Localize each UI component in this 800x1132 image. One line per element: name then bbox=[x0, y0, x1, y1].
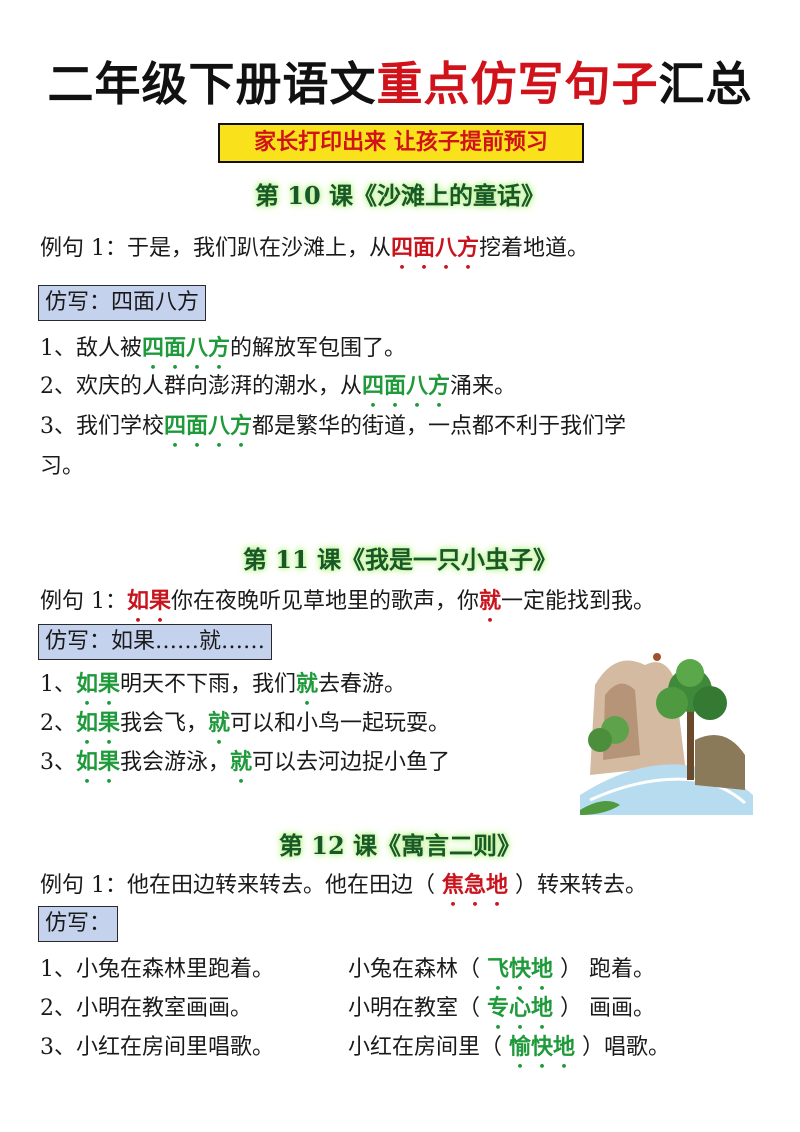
item-number: 1、 bbox=[40, 672, 76, 697]
title-part-1: 二年级下册语文 bbox=[47, 57, 377, 111]
lesson-10-heading: 第 10 课《沙滩上的童话》 bbox=[254, 181, 546, 210]
item-keyword: 专心地 bbox=[487, 996, 554, 1021]
lesson-10-practice-label: 仿写：四面八方 bbox=[38, 285, 207, 321]
item-text: 我会游泳， bbox=[120, 750, 231, 775]
lesson-11-item-1: 1、如果明天不下雨，我们就去春游。 bbox=[40, 670, 406, 710]
example-text-end: 挖着地道。 bbox=[479, 236, 590, 261]
example-keyword: 焦急地 bbox=[442, 873, 509, 898]
lesson-12-item-2-rewrite: 小明在教室（ 专心地 ） 画画。 bbox=[348, 994, 655, 1034]
example-keyword-1: 如果 bbox=[127, 589, 172, 614]
page-title: 二年级下册语文重点仿写句子汇总 bbox=[0, 48, 800, 114]
lesson-12-item-3-original: 3、小红在房间里唱歌。 bbox=[40, 1035, 274, 1060]
item-text: 2、欢庆的人群向澎湃的潮水，从 bbox=[40, 374, 362, 399]
item-text-end: 可以和小鸟一起玩耍。 bbox=[230, 711, 451, 736]
lesson-11-heading: 第 11 课《我是一只小虫子》 bbox=[242, 545, 558, 574]
lesson-12-heading: 第 12 课《寓言二则》 bbox=[278, 831, 522, 860]
item-text: 1、敌人被 bbox=[40, 336, 142, 361]
lesson-10-item-2: 2、欢庆的人群向澎湃的潮水，从四面八方涌来。 bbox=[40, 372, 516, 412]
item-keyword-1: 如果 bbox=[76, 750, 121, 775]
title-part-2: 重点仿写句子 bbox=[376, 57, 659, 111]
item-text: 小红在房间里（ bbox=[348, 1035, 509, 1060]
item-keyword-2: 就 bbox=[296, 672, 319, 697]
item-text-end: 都是繁华的街道，一点都不利于我们学 bbox=[252, 414, 627, 439]
lesson-11-item-3: 3、如果我会游泳，就可以去河边捉小鱼了 bbox=[40, 748, 450, 788]
lesson-12-item-3-rewrite: 小红在房间里（ 愉快地 ）唱歌。 bbox=[348, 1033, 670, 1073]
item-text-end: ）唱歌。 bbox=[575, 1035, 671, 1060]
lesson-12-item-1-rewrite: 小兔在森林（ 飞快地 ） 跑着。 bbox=[348, 955, 655, 995]
example-text: 例句 1：他在田边转来转去。他在田边（ bbox=[40, 873, 442, 898]
example-text-mid: 你在夜晚听见草地里的歌声，你 bbox=[171, 589, 480, 614]
lesson-12-item-2-original: 2、小明在教室画画。 bbox=[40, 996, 252, 1021]
item-text: 小兔在森林（ bbox=[348, 957, 487, 982]
item-text: 3、我们学校 bbox=[40, 414, 164, 439]
example-keyword-2: 就 bbox=[479, 589, 502, 614]
lesson-10-example: 例句 1：于是，我们趴在沙滩上，从四面八方挖着地道。 bbox=[40, 234, 589, 274]
item-text-end: 涌来。 bbox=[450, 374, 517, 399]
item-text-end: ） 跑着。 bbox=[553, 957, 656, 982]
lesson-11-item-2: 2、如果我会飞，就可以和小鸟一起玩耍。 bbox=[40, 709, 450, 749]
lesson-10-item-1: 1、敌人被四面八方的解放军包围了。 bbox=[40, 334, 406, 374]
item-number: 3、 bbox=[40, 750, 76, 775]
lesson-10-item-3: 3、我们学校四面八方都是繁华的街道，一点都不利于我们学 bbox=[40, 412, 626, 452]
item-keyword: 四面八方 bbox=[142, 336, 231, 361]
item-number: 2、 bbox=[40, 711, 76, 736]
item-keyword: 飞快地 bbox=[487, 957, 554, 982]
item-text-end: 的解放军包围了。 bbox=[230, 336, 407, 361]
lesson-12-item-1-original: 1、小兔在森林里跑着。 bbox=[40, 957, 274, 982]
item-keyword: 四面八方 bbox=[164, 414, 253, 439]
lesson-12-practice-label: 仿写： bbox=[38, 906, 119, 942]
example-text-end: 一定能找到我。 bbox=[501, 589, 656, 614]
item-keyword-2: 就 bbox=[208, 711, 231, 736]
example-text: 例句 1：于是，我们趴在沙滩上，从 bbox=[40, 236, 391, 261]
print-banner: 家长打印出来 让孩子提前预习 bbox=[218, 123, 584, 163]
item-text-end: 去春游。 bbox=[318, 672, 407, 697]
item-text-end: 可以去河边捉小鱼了 bbox=[252, 750, 451, 775]
example-text: 例句 1： bbox=[40, 589, 127, 614]
lesson-12-example: 例句 1：他在田边转来转去。他在田边（ 焦急地 ）转来转去。 bbox=[40, 871, 647, 911]
example-text-end: ）转来转去。 bbox=[508, 873, 648, 898]
title-part-3: 汇总 bbox=[658, 57, 753, 111]
item-keyword-1: 如果 bbox=[76, 672, 121, 697]
lesson-10-item-3-continued: 习。 bbox=[40, 454, 85, 479]
lesson-11-practice-label: 仿写：如果……就…… bbox=[38, 624, 273, 660]
item-text: 明天不下雨，我们 bbox=[120, 672, 297, 697]
item-text: 我会飞， bbox=[120, 711, 209, 736]
item-keyword-1: 如果 bbox=[76, 711, 121, 736]
item-keyword: 愉快地 bbox=[509, 1035, 576, 1060]
example-keyword: 四面八方 bbox=[391, 236, 480, 261]
item-text-end: ） 画画。 bbox=[553, 996, 656, 1021]
item-keyword: 四面八方 bbox=[362, 374, 451, 399]
item-keyword-2: 就 bbox=[230, 750, 253, 775]
landscape-illustration bbox=[580, 653, 753, 815]
lesson-11-example: 例句 1：如果你在夜晚听见草地里的歌声，你就一定能找到我。 bbox=[40, 587, 655, 627]
item-text: 小明在教室（ bbox=[348, 996, 487, 1021]
